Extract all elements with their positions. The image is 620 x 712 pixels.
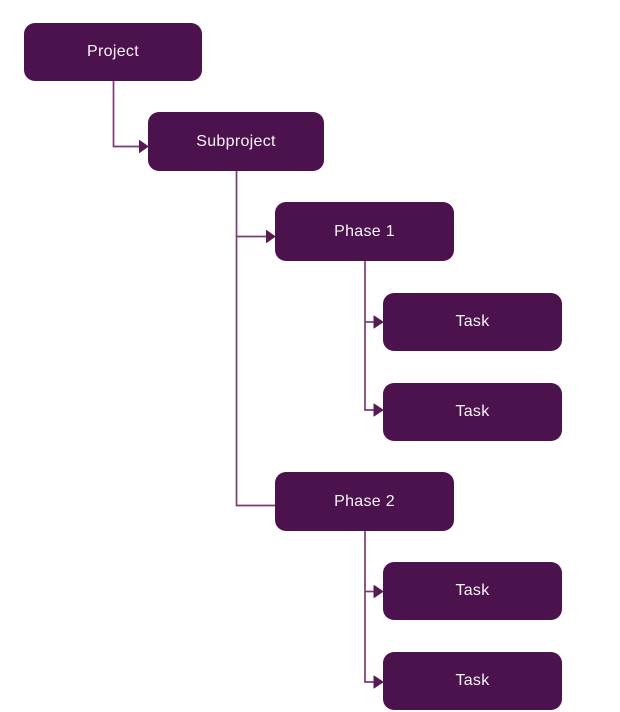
node-project: Project — [24, 23, 202, 81]
node-label: Phase 2 — [334, 492, 395, 510]
node-task-3: Task — [383, 562, 562, 620]
node-label: Task — [455, 403, 490, 420]
edge-phase-1-task-2 — [364, 261, 375, 411]
node-subproject: Subproject — [148, 112, 324, 171]
node-task-1: Task — [383, 293, 562, 351]
node-task-4: Task — [383, 652, 562, 710]
node-label: Task — [455, 672, 490, 689]
node-label: Task — [455, 313, 490, 330]
node-phase-1: Phase 1 — [275, 202, 454, 261]
arrowhead-icon — [266, 230, 276, 243]
node-label: Project — [87, 43, 139, 60]
node-label: Phase 1 — [334, 222, 395, 240]
node-task-2: Task — [383, 383, 562, 441]
arrowhead-icon — [139, 140, 149, 153]
node-label: Subproject — [196, 132, 276, 150]
arrowhead-icon — [373, 403, 384, 417]
node-phase-2: Phase 2 — [275, 472, 454, 531]
edge-phase-2-task-4 — [364, 531, 375, 683]
node-label: Task — [455, 582, 490, 599]
edge-subproject-phase-2 — [235, 171, 276, 507]
arrowhead-icon — [373, 585, 384, 598]
arrowhead-icon — [373, 675, 384, 689]
edge-project-subproject — [112, 81, 140, 148]
arrowhead-icon — [373, 315, 384, 329]
